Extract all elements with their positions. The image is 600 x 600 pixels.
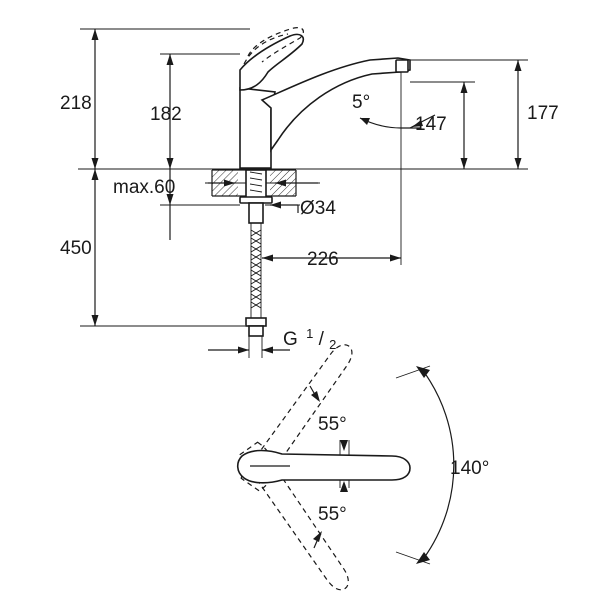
label-total-height: 218: [60, 93, 92, 114]
lever-top-view: [236, 449, 411, 484]
faucet-spout: [260, 57, 411, 153]
label-hose-length: 450: [60, 238, 92, 259]
swivel-arc: [423, 371, 455, 559]
label-spout-height: 177: [527, 103, 559, 124]
label-reach: 226: [307, 249, 339, 270]
label-hole-diameter: Ø34: [300, 198, 336, 219]
label-outlet-height: 147: [415, 114, 447, 135]
label-body-height: 182: [150, 104, 182, 125]
label-upper-angle: 55°: [318, 414, 347, 435]
top-view: 55° 55° 140°: [236, 344, 489, 591]
label-spout-angle: 5°: [352, 92, 370, 113]
label-max-deck: max.60: [113, 177, 175, 198]
lever-handle: [239, 33, 305, 91]
braided-hose: [250, 223, 262, 318]
label-swivel-angle: 140°: [450, 458, 489, 479]
side-view: 218 182 5° 147 177 max.60 Ø34 450 226 G …: [60, 27, 559, 358]
lever-handle-raised: [247, 27, 304, 63]
label-lower-angle: 55°: [318, 504, 347, 525]
label-thread: G 1 / 2: [283, 322, 336, 352]
